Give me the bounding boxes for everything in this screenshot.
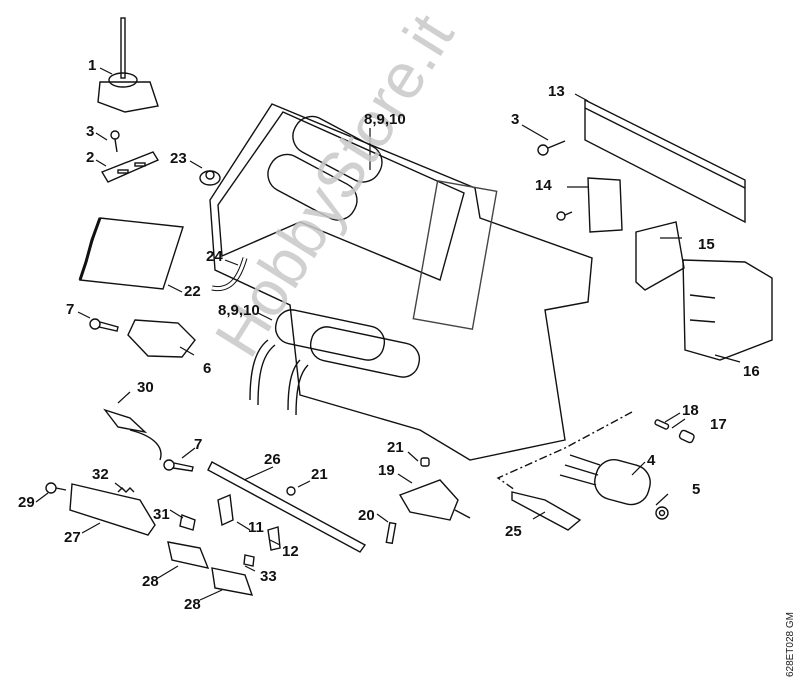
label-part-7: 7 (66, 301, 75, 318)
part-12-clip (267, 526, 281, 551)
label-part-28: 28 (142, 573, 159, 590)
part-29-screw (45, 482, 67, 494)
label-part-21-lower: 21 (311, 466, 328, 483)
label-part-20: 20 (358, 507, 375, 524)
part-26-rail (207, 461, 367, 553)
part-4-motor (559, 454, 651, 506)
label-part-1: 1 (88, 57, 97, 74)
label-part-12: 12 (282, 543, 299, 560)
capacitors-lower (249, 309, 421, 416)
part-6-switch (127, 319, 196, 358)
part-1-potentiometer (97, 17, 159, 113)
part-25-heater (511, 491, 582, 531)
label-part-26: 26 (264, 451, 281, 468)
main-housing (209, 103, 593, 461)
label-part-11: 11 (248, 519, 264, 536)
part-14-terminal (556, 177, 623, 233)
label-part-3: 3 (86, 123, 95, 140)
label-part-29: 29 (18, 494, 35, 511)
label-part-7-lower: 7 (194, 436, 203, 453)
part-28-terminal-block (167, 541, 210, 569)
label-part-19: 19 (378, 462, 395, 479)
label-part-6: 6 (203, 360, 212, 377)
label-part-14: 14 (535, 177, 552, 194)
label-part-13: 13 (548, 83, 565, 100)
part-17-fitting (678, 429, 695, 444)
label-part-2: 2 (86, 149, 95, 166)
part-30-sensor (103, 408, 162, 461)
part-22-circuit-board (78, 217, 184, 290)
part-24-hose (211, 257, 248, 292)
label-part-4: 4 (647, 452, 656, 469)
label-part-16: 16 (743, 363, 760, 380)
part-28-terminal-block-lower (211, 567, 254, 596)
part-3-screw-right (537, 140, 566, 156)
label-part-21: 21 (387, 439, 404, 456)
part-21-nut (420, 457, 430, 467)
capacitors-upper (267, 115, 383, 221)
label-part-24: 24 (206, 248, 223, 265)
part-7-screw (89, 318, 119, 332)
part-33-bridge (243, 554, 255, 567)
part-27-terminal-strip (69, 483, 156, 536)
label-part-23: 23 (170, 150, 187, 167)
part-19-valve (398, 479, 471, 521)
label-part-22: 22 (184, 283, 201, 300)
part-31-bridge (179, 514, 196, 531)
label-part-17: 17 (710, 416, 727, 433)
label-part-33: 33 (260, 568, 277, 585)
part-2-rail (100, 151, 160, 183)
part-16-contactor (682, 259, 773, 361)
part-21-nut-lower (286, 486, 296, 496)
part-15-relay (635, 221, 685, 291)
part-7-screw-lower (163, 459, 194, 472)
label-part-8-9-10-lower: 8,9,10 (218, 302, 260, 319)
assembly-guide-line (496, 411, 633, 491)
label-part-15: 15 (698, 236, 715, 253)
leader-lines (35, 67, 741, 601)
part-23-grommet (199, 170, 221, 186)
label-part-18: 18 (682, 402, 699, 419)
label-part-27: 27 (64, 529, 81, 546)
drawing-code: 628ET028 GM (785, 612, 796, 677)
label-part-31: 31 (153, 506, 170, 523)
label-part-30: 30 (137, 379, 154, 396)
label-part-32: 32 (92, 466, 109, 483)
part-32-spring (117, 487, 135, 493)
label-part-3-right: 3 (511, 111, 520, 128)
label-part-25: 25 (505, 523, 522, 540)
part-5-nut (655, 506, 669, 520)
label-part-28-lower: 28 (184, 596, 201, 613)
part-18-pin (654, 419, 670, 430)
part-11-clip (217, 493, 234, 527)
part-20-bolt (385, 521, 397, 545)
part-3-screw (110, 130, 120, 153)
part-13-din-rail (584, 98, 746, 224)
parts-drawing (35, 17, 773, 601)
label-part-8-9-10-upper: 8,9,10 (364, 111, 406, 128)
label-part-5: 5 (692, 481, 701, 498)
